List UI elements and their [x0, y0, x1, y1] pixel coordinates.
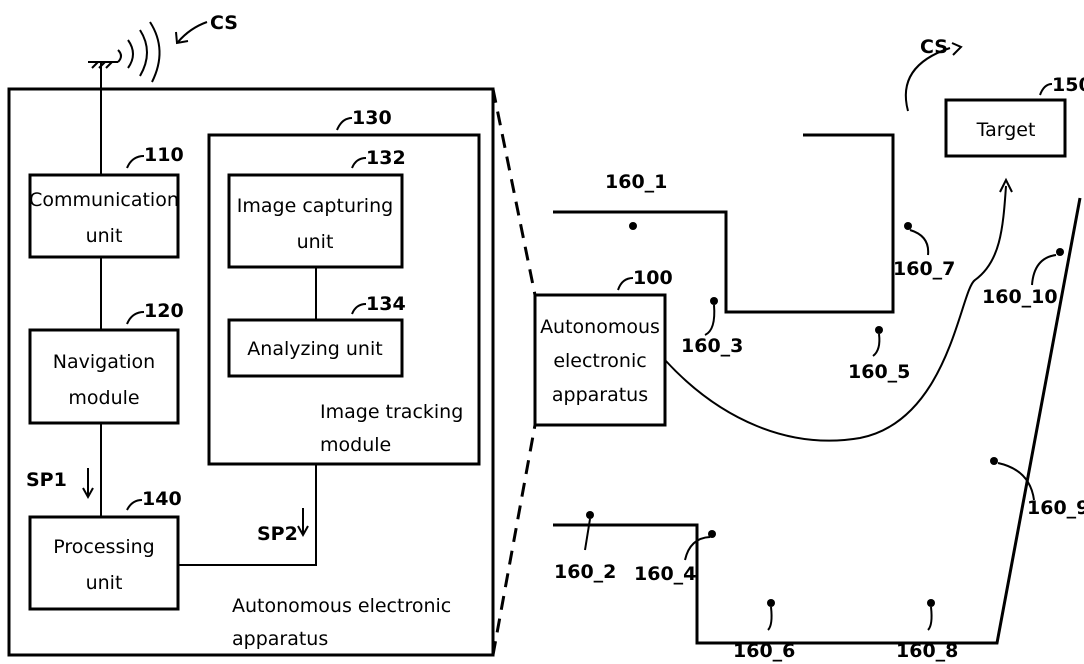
- point-160-1-label: 160_1: [605, 171, 667, 193]
- point-160-7: [904, 222, 912, 230]
- point-160-4: [708, 530, 716, 538]
- navigation-module-line2: module: [68, 387, 139, 409]
- processing-unit-line2: unit: [86, 572, 123, 594]
- antenna-icon: [88, 21, 161, 88]
- point-160-7-label: 160_7: [893, 258, 955, 280]
- image-tracking-module-ref: 130: [352, 107, 392, 129]
- sp2-arrow-icon: [297, 508, 309, 538]
- processing-unit-box: [28, 515, 180, 611]
- apparatus-map-line2: electronic: [553, 350, 646, 372]
- point-160-10-label: 160_10: [982, 286, 1058, 308]
- sp2-label: SP2: [257, 523, 298, 545]
- image-capturing-unit-box: [227, 173, 404, 269]
- point-160-10: [1056, 248, 1064, 256]
- analyzing-unit-line1: Analyzing unit: [247, 338, 382, 360]
- cs-signal-arrow-icon: [175, 21, 208, 45]
- point-160-5: [875, 326, 883, 334]
- apparatus-caption-line1: Autonomous electronic: [232, 595, 451, 617]
- sp1-label: SP1: [26, 469, 67, 491]
- point-160-5-label: 160_5: [848, 361, 910, 383]
- point-160-6: [767, 599, 775, 607]
- expansion-line-top: [491, 88, 537, 296]
- cs-antenna-label: CS: [210, 12, 238, 34]
- point-160-3-label: 160_3: [681, 335, 743, 357]
- point-160-1: [629, 222, 637, 230]
- cs-target-arrow-icon: [904, 42, 963, 112]
- point-160-2-label: 160_2: [554, 561, 616, 583]
- analyzing-unit-box: [227, 318, 404, 378]
- apparatus-map-ref: 100: [633, 267, 673, 289]
- communication-unit-ref: 110: [144, 144, 184, 166]
- image-capturing-unit-line2: unit: [297, 231, 334, 253]
- image-capturing-unit-ref: 132: [366, 147, 406, 169]
- cs-target-label: CS: [920, 36, 948, 58]
- apparatus-map-line1: Autonomous: [540, 316, 660, 338]
- navigation-path: [664, 185, 1007, 442]
- image-tracking-module-line2: module: [320, 434, 391, 456]
- target-box: [944, 98, 1067, 158]
- communication-unit-line2: unit: [86, 225, 123, 247]
- navigation-module-line1: Navigation: [53, 351, 155, 373]
- apparatus-map-line3: apparatus: [552, 384, 648, 406]
- expansion-line-bottom: [491, 424, 537, 656]
- communication-unit-line1: Communication: [29, 189, 179, 211]
- wall-lower: [553, 197, 1082, 645]
- apparatus-map-box: [533, 293, 667, 427]
- wall-upper: [553, 133, 895, 314]
- analyzing-unit-ref: 134: [366, 293, 406, 315]
- path-arrowhead-icon: [999, 177, 1013, 193]
- image-tracking-module-line1: Image tracking: [320, 401, 463, 423]
- navigation-module-ref: 120: [144, 300, 184, 322]
- point-160-8-label: 160_8: [896, 640, 958, 662]
- point-160-9: [990, 457, 998, 465]
- point-160-2: [586, 511, 594, 519]
- processing-unit-ref: 140: [142, 488, 182, 510]
- sp1-arrow-icon: [82, 468, 94, 500]
- communication-unit-box: [28, 173, 180, 259]
- image-capturing-unit-line1: Image capturing: [237, 195, 393, 217]
- point-160-9-label: 160_9: [1027, 497, 1084, 519]
- point-160-3: [710, 297, 718, 305]
- point-160-4-label: 160_4: [634, 563, 696, 585]
- target-label: Target: [976, 119, 1036, 141]
- apparatus-caption-line2: apparatus: [232, 628, 328, 650]
- point-160-6-label: 160_6: [733, 640, 795, 662]
- point-160-8: [927, 599, 935, 607]
- navigation-module-box: [28, 328, 180, 425]
- processing-unit-line1: Processing: [53, 536, 154, 558]
- target-ref: 150: [1052, 74, 1084, 96]
